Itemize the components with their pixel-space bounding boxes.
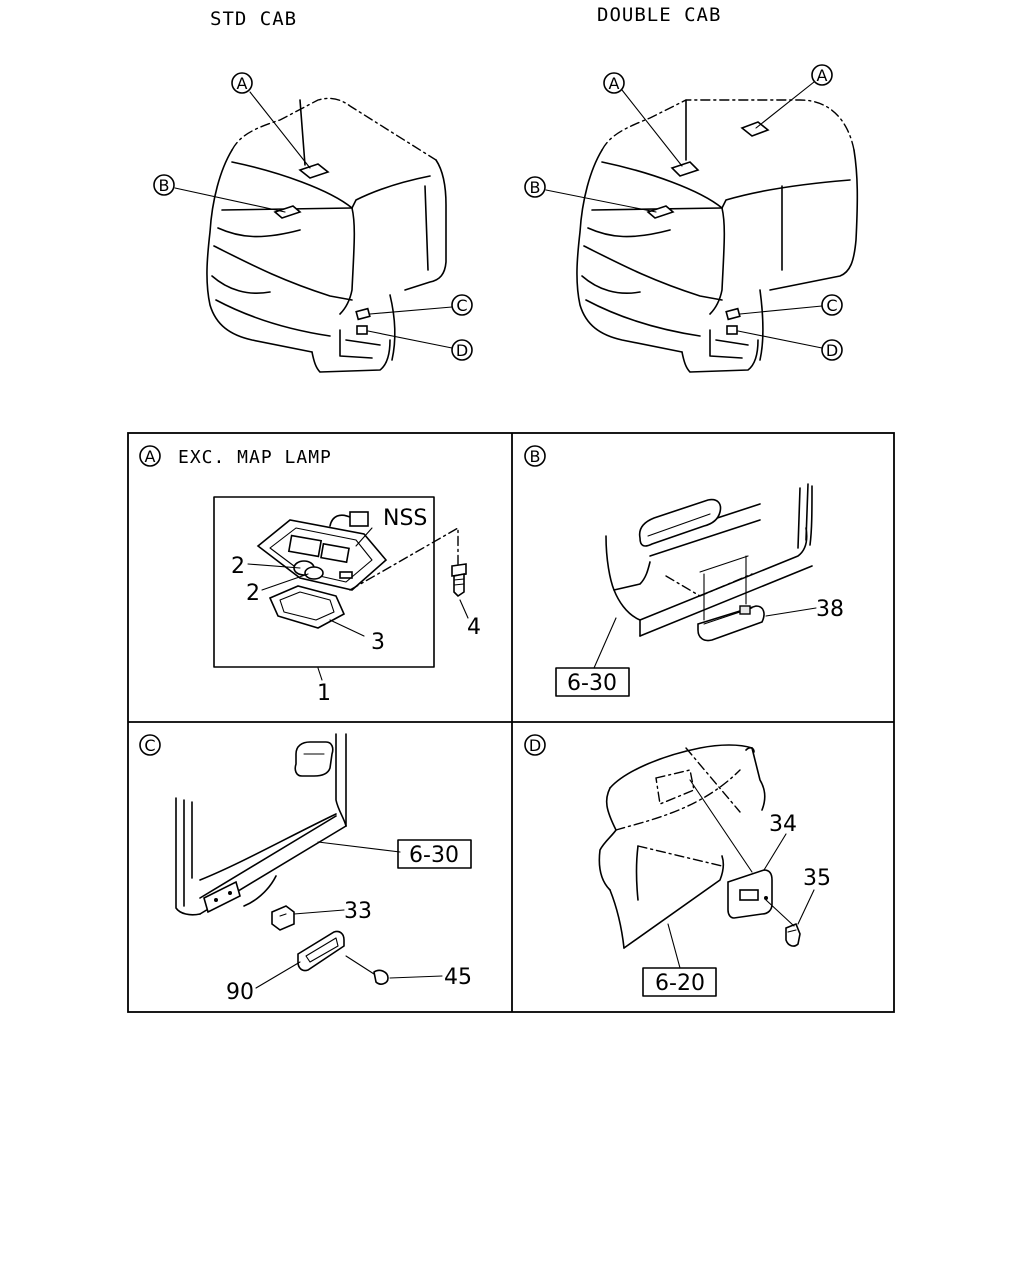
svg-text:6-30: 6-30: [567, 671, 617, 696]
step-lamp-34: [727, 869, 773, 919]
lamp-assembly-box: [213, 496, 435, 668]
std-cab-illustration: [206, 97, 447, 373]
panel-a-badge: A: [139, 445, 161, 467]
double-callout-a-left: A: [603, 72, 683, 167]
svg-text:A: A: [237, 74, 248, 93]
label-part-45: 45: [444, 965, 472, 990]
screw-part-4: [451, 563, 467, 598]
panel-b-badge: B: [524, 445, 546, 467]
door-sill-trim: [605, 483, 813, 637]
svg-text:C: C: [144, 736, 155, 755]
label-part-3: 3: [371, 630, 385, 655]
double-callout-c: C: [739, 294, 843, 316]
detail-grid: [127, 432, 895, 1013]
std-cab-title: STD CAB: [210, 8, 297, 30]
svg-text:A: A: [817, 66, 828, 85]
svg-text:A: A: [145, 447, 156, 466]
dome-lamp-housing: [256, 511, 388, 591]
label-part-2a: 2: [231, 554, 245, 579]
std-callout-a: A: [231, 72, 311, 169]
step-lamp-90: [297, 930, 345, 972]
svg-text:6-20: 6-20: [655, 971, 705, 996]
std-callout-d: D: [367, 330, 473, 361]
screw-part-35: [785, 922, 801, 947]
label-part-1: 1: [317, 681, 331, 706]
panel-c-badge: C: [139, 734, 161, 756]
lamp-lens: [268, 585, 346, 629]
svg-text:C: C: [456, 296, 467, 315]
double-callout-b: B: [524, 176, 657, 213]
label-nss: NSS: [383, 506, 427, 531]
label-part-38: 38: [816, 597, 844, 622]
panel-d: D: [524, 734, 831, 997]
svg-text:D: D: [826, 341, 838, 360]
std-callout-c: C: [369, 294, 473, 316]
svg-text:B: B: [530, 447, 541, 466]
label-part-33: 33: [344, 899, 372, 924]
label-part-2b: 2: [246, 581, 260, 606]
ref-box-6-30-c: 6-30: [397, 839, 472, 869]
panel-b: B 38: [524, 445, 844, 697]
ref-box-6-30-b: 6-30: [555, 667, 630, 697]
double-callout-a-right: A: [755, 64, 833, 129]
screw-part-45: [345, 955, 389, 985]
double-cab-illustration: [576, 99, 859, 373]
panel-c: C: [139, 733, 472, 1005]
svg-text:6-30: 6-30: [409, 843, 459, 868]
svg-text:B: B: [530, 178, 541, 197]
double-callout-d: D: [737, 330, 843, 361]
clip-part-33: [271, 905, 295, 931]
svg-text:D: D: [529, 736, 541, 755]
ref-box-6-20: 6-20: [642, 967, 717, 997]
cab-step-well: [598, 744, 766, 949]
label-part-35: 35: [803, 866, 831, 891]
label-part-34: 34: [769, 812, 797, 837]
svg-text:A: A: [609, 74, 620, 93]
svg-text:C: C: [826, 296, 837, 315]
panel-a: A EXC. MAP LAMP: [139, 445, 481, 706]
courtesy-lamp-38: [697, 605, 765, 642]
door-pillar: [175, 733, 347, 916]
label-part-4: 4: [467, 615, 481, 640]
panel-d-badge: D: [524, 734, 546, 756]
svg-text:D: D: [456, 341, 468, 360]
double-cab-title: DOUBLE CAB: [597, 4, 721, 26]
label-part-90: 90: [226, 980, 254, 1005]
std-callout-b: B: [153, 174, 286, 213]
panel-a-title: EXC. MAP LAMP: [178, 447, 332, 468]
svg-text:B: B: [159, 176, 170, 195]
